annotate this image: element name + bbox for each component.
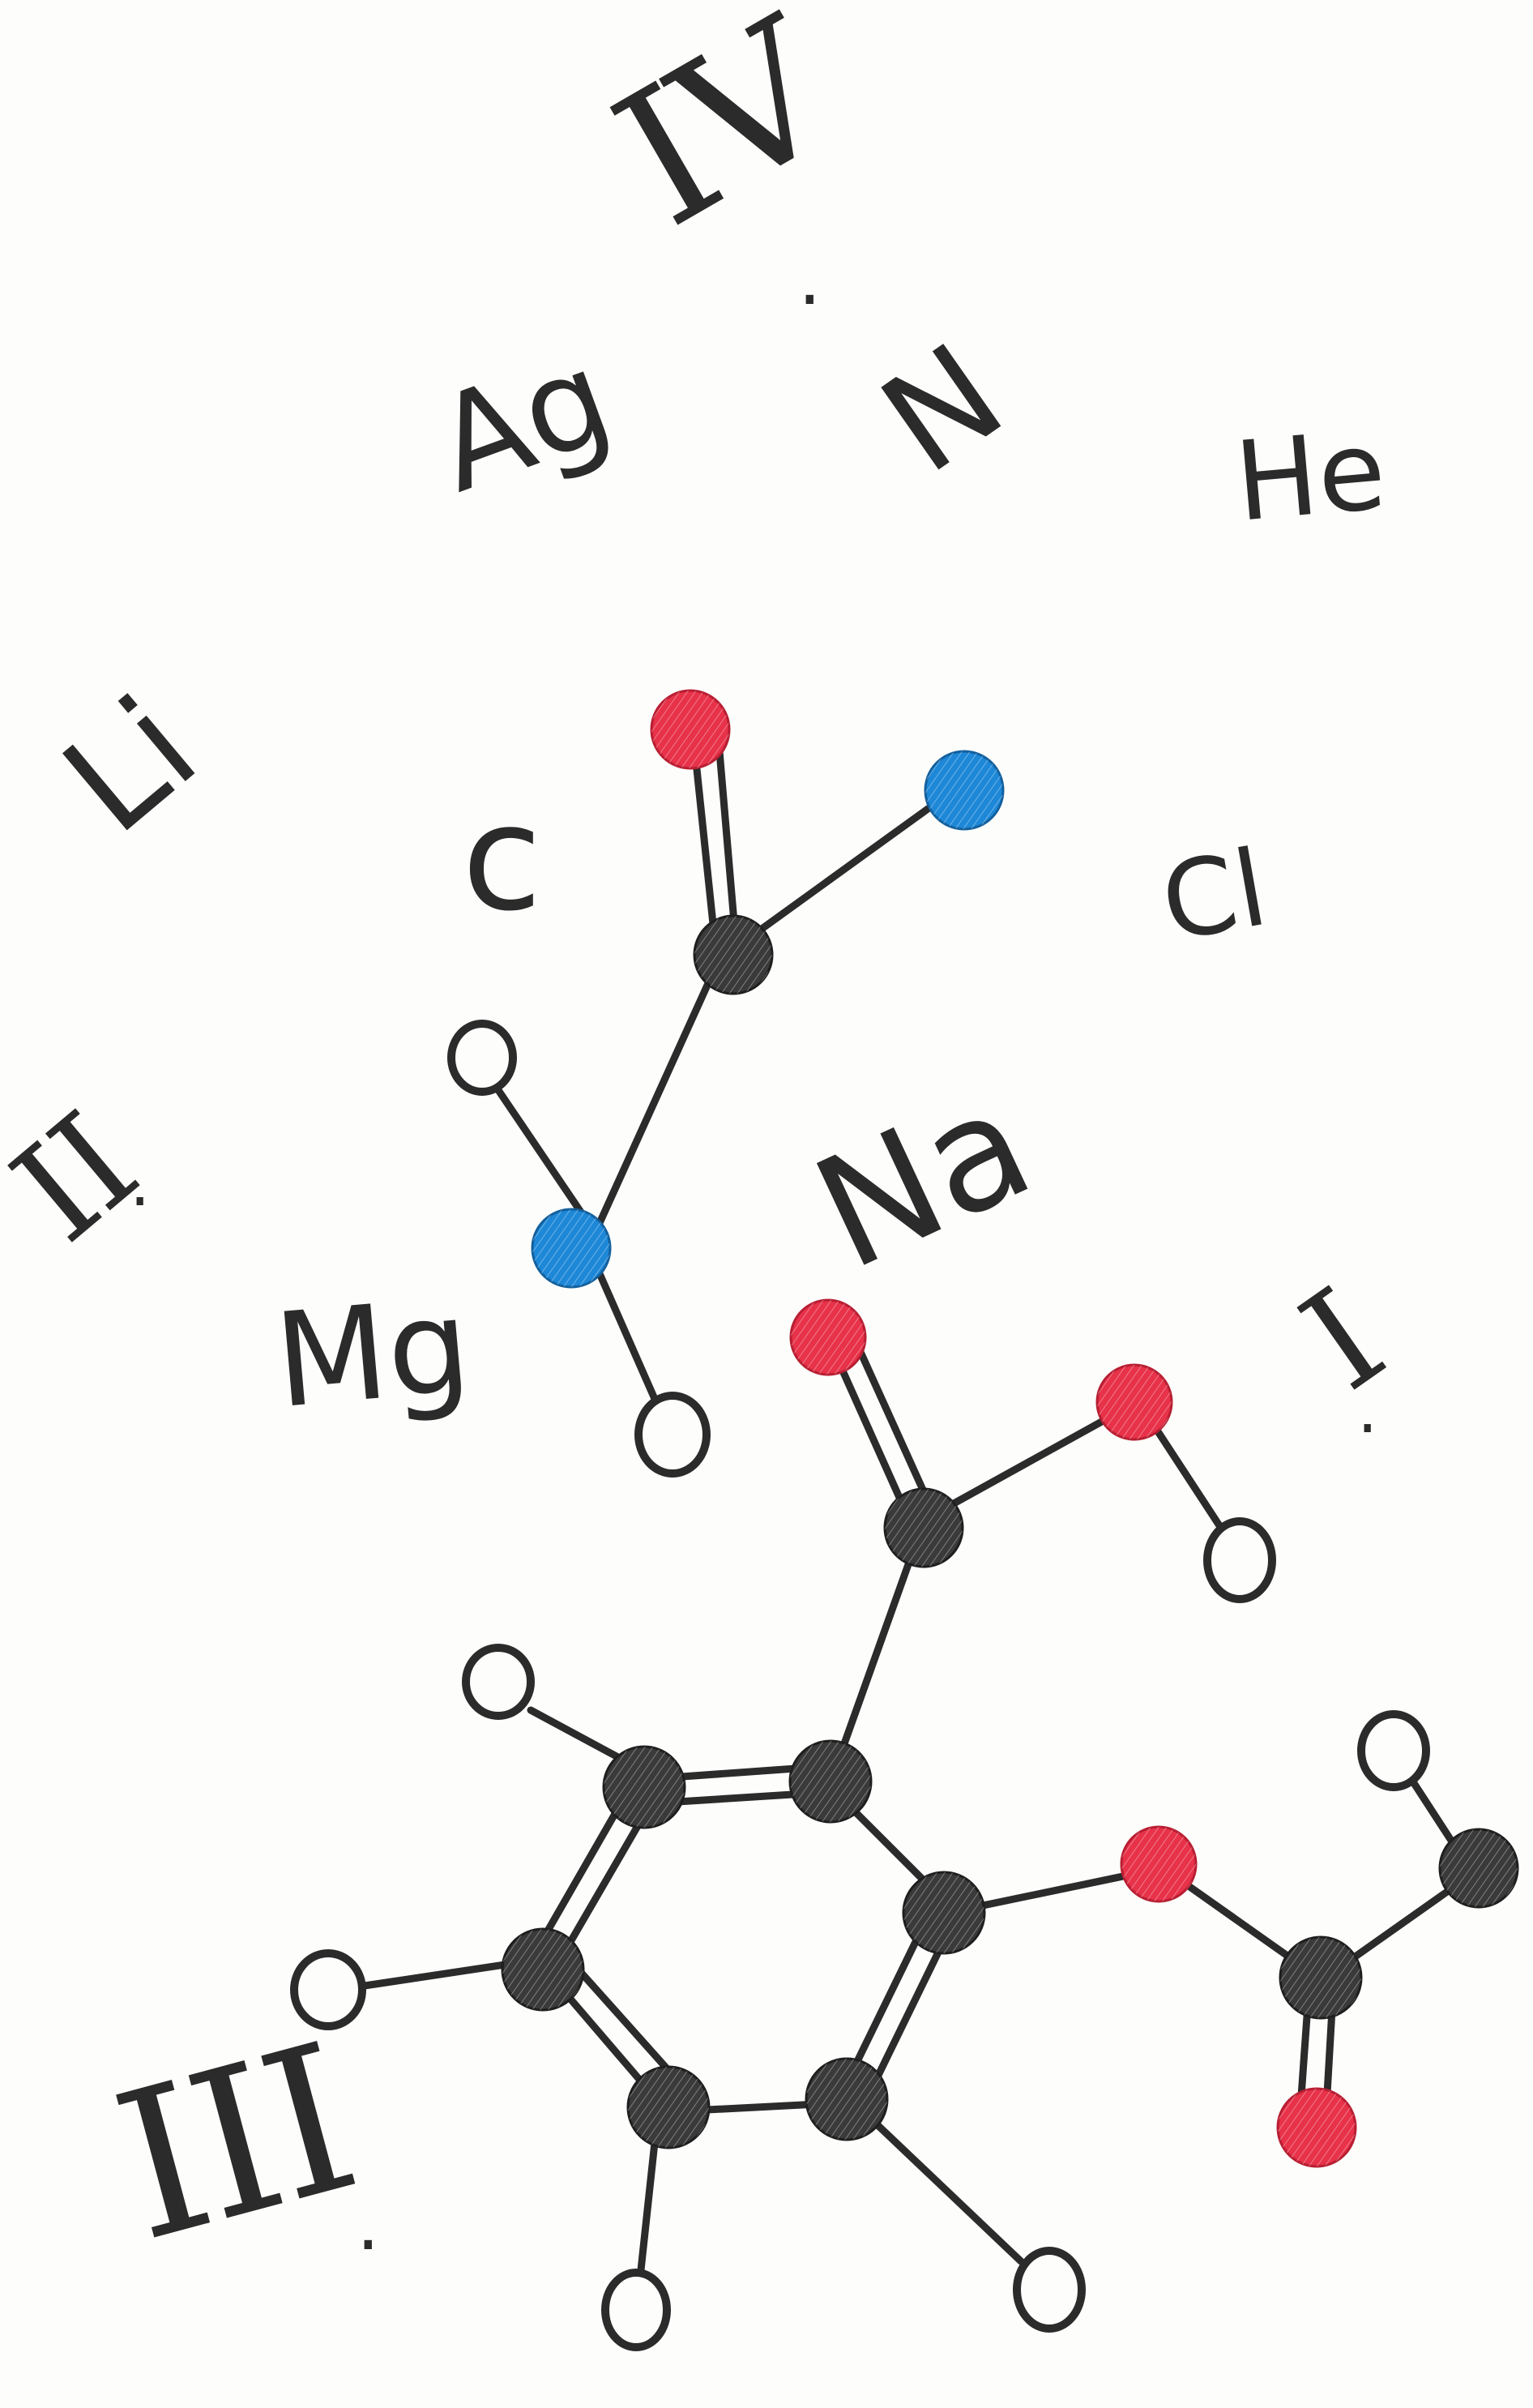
carbon-shading xyxy=(628,2067,709,2148)
bond-n-h-a xyxy=(494,1086,587,1220)
bond-c-o-double-a xyxy=(691,750,717,928)
bond-carboxyl-ring xyxy=(831,1540,920,1775)
hydrogen-atom xyxy=(1357,1710,1430,1791)
roman-numeral-i-period: . xyxy=(1357,1372,1378,1448)
bond-carboxyl-c-o xyxy=(928,1406,1126,1520)
roman-numeral-iii-period: . xyxy=(357,2182,380,2267)
bond-ring-h-left xyxy=(361,1957,531,1990)
bond-o-h xyxy=(1151,1422,1228,1536)
hydrogen-atom xyxy=(1013,2247,1086,2333)
carbon-shading xyxy=(1440,1829,1518,1907)
hydrogen-atoms xyxy=(290,1020,1430,2351)
bond-n-h-b xyxy=(591,1260,662,1410)
urea-molecule xyxy=(494,747,952,1410)
carbon-shading xyxy=(806,2059,887,2140)
carbon-shading xyxy=(1280,1937,1361,2018)
bond-ring-h-bottom xyxy=(636,2124,660,2282)
ring-bond-6a xyxy=(531,1787,632,1957)
bond-carboxyl-c-o-double-b xyxy=(856,1348,934,1510)
ring-bond-5b xyxy=(573,1964,677,2079)
element-cl: Cl xyxy=(1152,826,1276,965)
bond-c-n-lower xyxy=(591,969,717,1236)
hydrogen-atom xyxy=(1203,1517,1276,1603)
element-mg: Mg xyxy=(269,1268,476,1438)
carbon-shading xyxy=(502,1929,583,2010)
ring-bond-3b xyxy=(865,1925,954,2099)
oxygen-shading xyxy=(1097,1365,1172,1439)
nitrogen-shading xyxy=(532,1209,610,1287)
ring-bond-3a xyxy=(843,1913,932,2087)
hydrogen-atom xyxy=(290,1949,366,2030)
hydrogen-atom xyxy=(634,1392,711,1478)
hydrogen-atom xyxy=(447,1020,517,1096)
oxygen-shading xyxy=(1278,2089,1356,2166)
oxygen-shading xyxy=(651,691,729,768)
oxygen-shading xyxy=(791,1300,865,1375)
carbon-shading xyxy=(790,1741,871,1822)
carbon-texture xyxy=(502,916,1518,2148)
oxygen-texture xyxy=(651,691,1356,2166)
element-c: c xyxy=(462,774,542,943)
roman-numeral-ii-period: . xyxy=(130,1145,151,1221)
carbon-shading xyxy=(694,916,772,994)
bond-carboxyl-c-o-double-a xyxy=(835,1358,912,1520)
bond-c-n-right xyxy=(725,790,952,956)
carbon-shading xyxy=(885,1489,963,1567)
hydrogen-atom xyxy=(462,1644,535,1720)
oxygen-shading xyxy=(1121,1827,1196,1901)
carbon-shading xyxy=(604,1747,685,1828)
nitrogen-shading xyxy=(925,751,1003,829)
nitrogen-texture xyxy=(532,751,1003,1287)
roman-numeral-iv-period: . xyxy=(798,237,822,322)
carbon-shading xyxy=(903,1872,984,1953)
bond-c-o-double-b xyxy=(715,747,738,926)
bond-ring-h-right xyxy=(855,2103,1025,2265)
element-he: He xyxy=(1230,406,1391,546)
hydrogen-atom xyxy=(601,2269,671,2351)
